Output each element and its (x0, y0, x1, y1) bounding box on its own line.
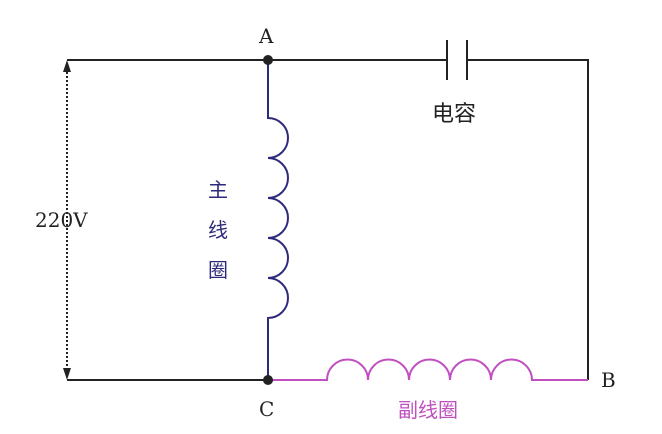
aux-coil (270, 358, 588, 381)
arrow-head-down (63, 368, 71, 380)
node-a-dot (263, 55, 273, 65)
main-coil-label-1: 主 (208, 178, 228, 202)
main-coil (267, 60, 289, 380)
node-b-label: B (601, 368, 616, 392)
top-wire-right (467, 59, 589, 380)
arrow-head-up (63, 60, 71, 72)
node-c-dot (263, 375, 273, 385)
aux-coil-label: 副线圈 (398, 398, 458, 422)
node-c-label: C (259, 397, 275, 421)
node-a-label: A (259, 24, 274, 48)
main-coil-label-3: 圈 (208, 258, 228, 282)
main-coil-label-2: 线 (208, 218, 228, 242)
voltage-label: 220V (35, 208, 88, 232)
capacitor-label: 电容 (432, 102, 477, 127)
